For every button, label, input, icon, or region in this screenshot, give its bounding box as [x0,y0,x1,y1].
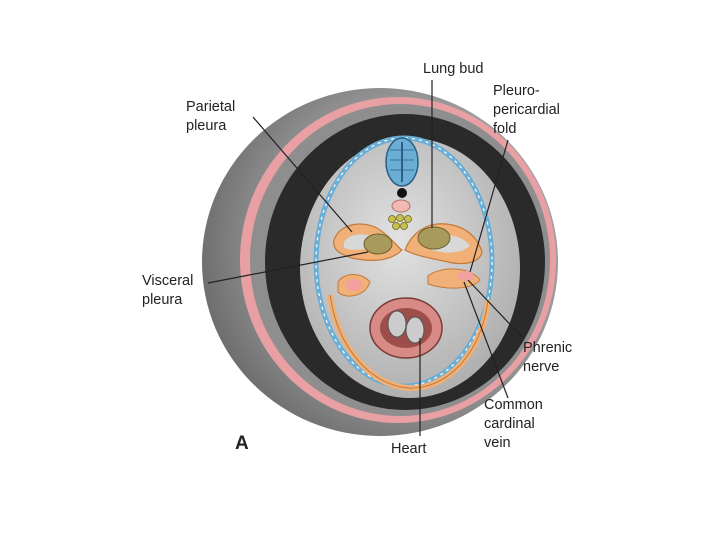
heart-left-chamber [387,310,407,338]
notochord [397,188,407,198]
inner-body [300,138,520,398]
dorsal-aorta [391,199,411,213]
leader-common-cardinal-vein [463,281,509,399]
foregut-cluster [388,214,412,230]
label-phrenic-nerve: Phrenic nerve [523,340,573,375]
label-common-cardinal-vein: Common cardinal vein [484,397,543,451]
label-lung-bud: Lung bud [423,61,484,77]
label-visceral-pleura: Visceral pleura [142,273,194,308]
leader-lines [207,80,523,436]
leader-pleuropericardial-fold [469,139,509,273]
right-lung-bud [417,226,451,250]
panel-letter: A [235,433,249,454]
left-lung-bud [363,233,393,255]
label-parietal-pleura: Parietal pleura [186,99,236,134]
leader-visceral-pleura [207,251,369,284]
leader-phrenic-nerve [467,279,523,338]
leader-parietal-pleura [252,116,353,233]
blue-epithelium-dashes [315,137,493,387]
label-heart: Heart [391,441,427,457]
heart-right-chamber [405,316,425,344]
label-pleuropericardial-fold: Pleuro- pericardial fold [493,83,560,137]
